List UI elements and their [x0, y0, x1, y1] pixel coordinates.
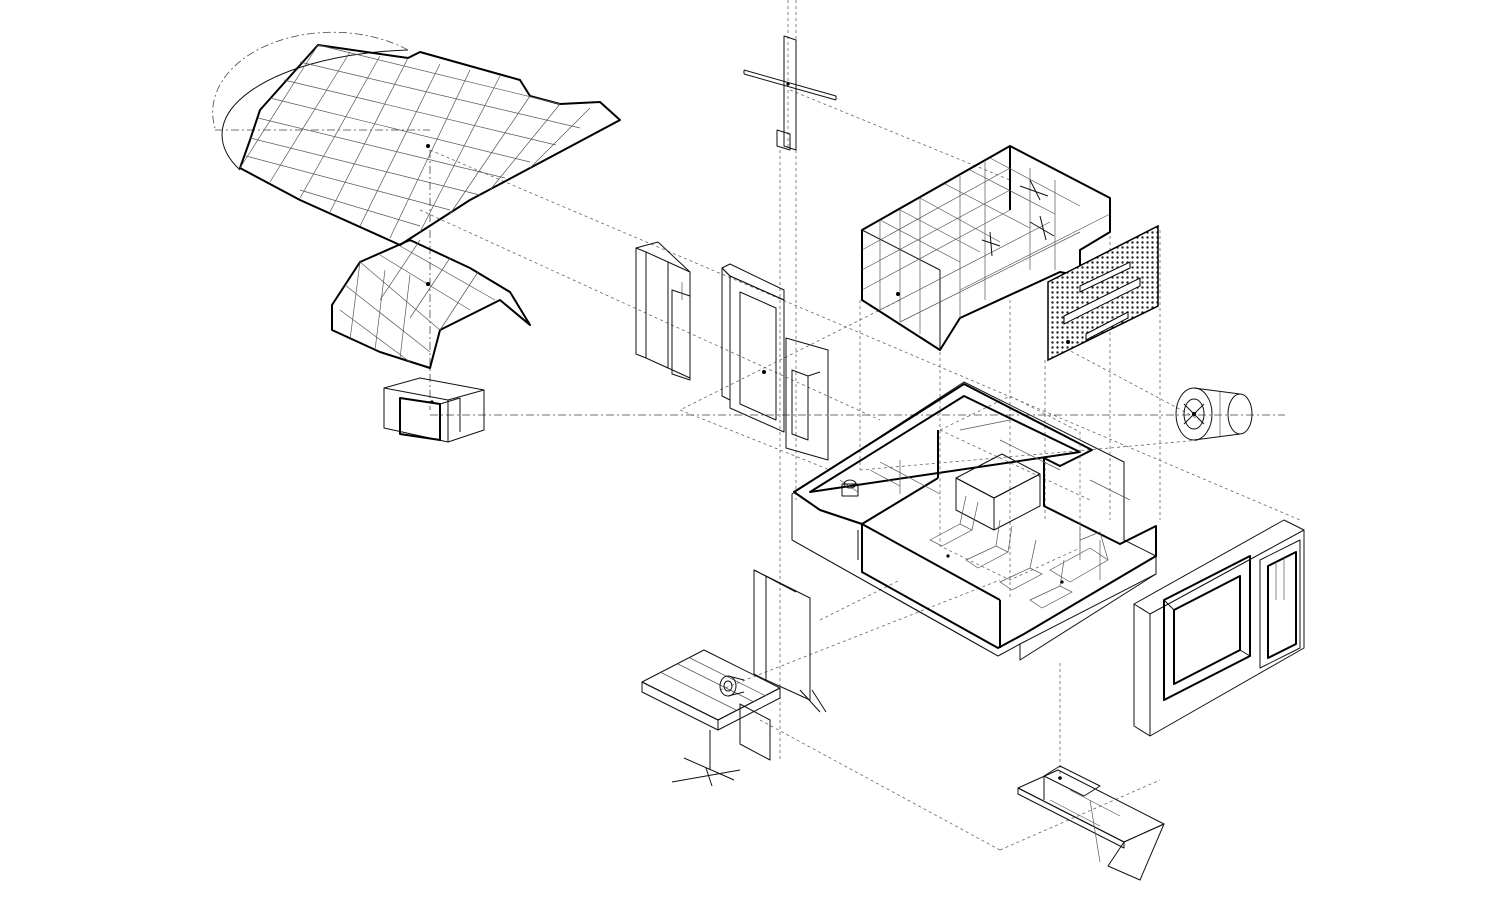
small-box-element [383, 377, 485, 443]
perforated-panel [1047, 224, 1159, 362]
drum-roll-element [1175, 387, 1253, 441]
side-wall-window-unit [1133, 519, 1305, 737]
cross-mast-element [743, 35, 837, 151]
curved-canopy-element [331, 239, 531, 369]
roof-grid-panel [212, 31, 621, 246]
table-chair-assembly [641, 569, 827, 787]
projection-lines [419, 0, 1301, 851]
tall-panel-frame [721, 263, 829, 461]
bench-element [1017, 765, 1165, 881]
tall-panel-left [635, 241, 691, 381]
main-room-floor-plan [791, 381, 1157, 661]
